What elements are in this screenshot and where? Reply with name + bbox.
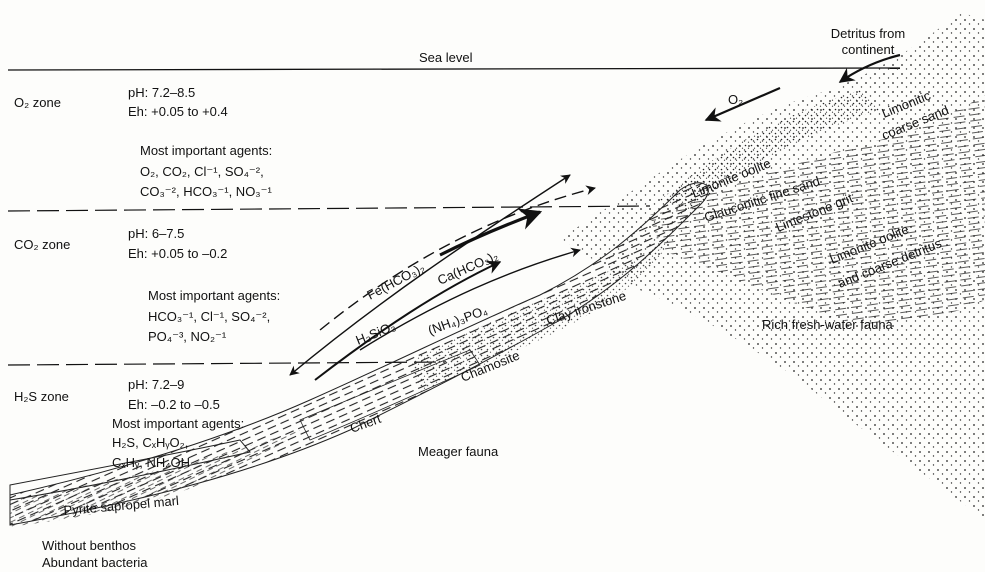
co2-zone-ph: pH: 6–7.5	[128, 226, 184, 241]
h2s-zone-eh: Eh: –0.2 to –0.5	[128, 397, 220, 412]
detritus-label-2: continent	[842, 42, 895, 57]
o2-zone-ph: pH: 7.2–8.5	[128, 85, 195, 100]
o2-zone-agents-1: O₂, CO₂, Cl⁻¹, SO₄⁻²,	[140, 164, 264, 179]
bottom-label-2: Abundant bacteria	[42, 555, 148, 570]
co2-zone-agents-1: HCO₃⁻¹, Cl⁻¹, SO₄⁻²,	[148, 309, 270, 324]
o2-zone-agents-2: CO₃⁻², HCO₃⁻¹, NO₃⁻¹	[140, 184, 272, 199]
co2-zone-eh: Eh: +0.05 to –0.2	[128, 246, 227, 261]
co2-h2s-boundary	[8, 362, 445, 365]
co2-zone-agents-2: PO₄⁻³, NO₂⁻¹	[148, 329, 227, 344]
h2s-zone-agents-title: Most important agents:	[112, 416, 244, 431]
sea-level-label: Sea level	[419, 50, 473, 65]
co2-zone-agents-title: Most important agents:	[148, 288, 280, 303]
silica-label: H₂SiO₃	[354, 318, 398, 347]
sea-level-line	[8, 68, 900, 70]
o2-zone-agents-title: Most important agents:	[140, 143, 272, 158]
h2s-zone-ph: pH: 7.2–9	[128, 377, 184, 392]
fe-bicarbonate-label: Fe(HCO₃)₂	[364, 260, 427, 303]
h2s-zone-name: H₂S zone	[14, 389, 69, 404]
detritus-label-1: Detritus from	[831, 26, 905, 41]
bottom-label-1: Without benthos	[42, 538, 136, 553]
o2-zone-eh: Eh: +0.05 to +0.4	[128, 104, 228, 119]
o2-co2-boundary	[8, 206, 650, 211]
rich-fauna-label: Rich fresh-water fauna	[762, 317, 894, 332]
o2-zone-name: O₂ zone	[14, 95, 61, 110]
co2-zone-name: CO₂ zone	[14, 237, 70, 252]
h2s-zone-agents-2: CₓHᵧ, NH₄OH	[112, 455, 190, 470]
oxygen-arrow-label: O₂	[728, 92, 743, 107]
h2s-zone-agents-1: H₂S, CₓHᵧO₂,	[112, 435, 188, 450]
meager-fauna-label: Meager fauna	[418, 444, 499, 459]
